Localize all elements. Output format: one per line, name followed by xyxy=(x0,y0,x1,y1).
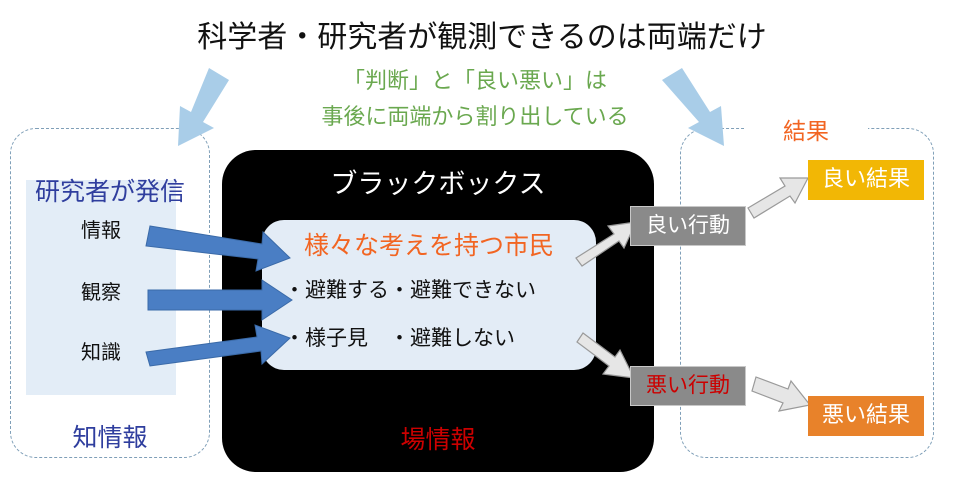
subtitle: 「判断」と「良い悪い」は 事後に両端から割り出している xyxy=(240,64,710,136)
results-label: 結果 xyxy=(744,112,868,146)
bad-result-box: 悪い結果 xyxy=(808,396,924,436)
subtitle-line-2: 事後に両端から割り出している xyxy=(321,105,629,130)
citizens-heading: 様々な考えを持つ市民 xyxy=(303,231,554,260)
input-arrow-knowledge xyxy=(145,324,291,367)
bad-action-box: 悪い行動 xyxy=(630,366,746,406)
knowledge-info-label: 知情報 xyxy=(72,423,148,452)
item-knowledge: 知識 xyxy=(81,340,121,364)
arrow-to-good-action xyxy=(575,221,638,267)
field-info-label: 場情報 xyxy=(400,425,476,454)
item-observation: 観察 xyxy=(81,280,121,304)
arrow-to-bad-result xyxy=(751,376,812,412)
good-result-box: 良い結果 xyxy=(808,160,924,200)
citizens-box xyxy=(262,220,596,370)
arrow-to-bad-action xyxy=(576,332,636,379)
citizens-line-1: ・避難する・避難できない xyxy=(284,278,536,302)
subtitle-line-1: 「判断」と「良い悪い」は xyxy=(342,69,607,94)
arrow-to-good-result xyxy=(747,177,809,219)
item-information: 情報 xyxy=(81,218,121,242)
researcher-heading: 研究者が発信 xyxy=(34,177,185,206)
citizens-line-2: ・様子見 ・避難しない xyxy=(284,326,515,350)
good-action-box: 良い行動 xyxy=(630,206,746,246)
input-arrow-information xyxy=(145,225,291,272)
top-left-arrow xyxy=(178,68,229,146)
black-box-title: ブラックボックス xyxy=(330,169,546,200)
top-right-arrow xyxy=(662,68,724,146)
input-arrow-observation xyxy=(147,279,293,321)
diagram-title: 科学者・研究者が観測できるのは両端だけ xyxy=(197,20,767,55)
